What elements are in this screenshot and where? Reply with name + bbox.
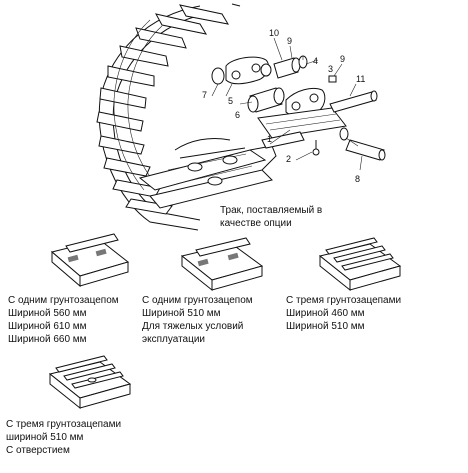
part-number: 6 (235, 110, 240, 120)
part-number: 11 (356, 74, 365, 84)
washer-part-7-lower (339, 127, 349, 141)
shoe-4-caption: С тремя грунтозацепами шириной 510 мм С … (6, 419, 122, 456)
pin-part-11 (329, 91, 377, 113)
part-number: 9 (340, 54, 345, 64)
part-number: 8 (355, 174, 360, 184)
part-number-labels: 1 2 3 4 5 6 7 8 9 9 10 11 (202, 28, 365, 184)
shoe-1-drawing (50, 233, 130, 288)
part-number: 9 (287, 36, 292, 46)
shoe-3-caption: С тремя грунтозацепами Шириной 460 мм Ши… (286, 295, 402, 332)
part-number: 7 (202, 90, 207, 100)
part-number: 1 (267, 134, 272, 144)
shoe-2-caption: С одним грунтозацепом Шириной 510 мм Для… (142, 295, 253, 345)
shoe-1-caption: С одним грунтозацепом Шириной 560 мм Шир… (8, 295, 119, 345)
washer-part-7 (211, 67, 225, 85)
part-number: 3 (328, 64, 333, 74)
track-chain-drawing (96, 3, 277, 231)
shoe-3-drawing (318, 237, 402, 292)
main-caption: Трак, поставляемый в качестве опции (220, 205, 323, 229)
pin-head-part-3 (328, 75, 337, 83)
part-number: 4 (313, 56, 318, 66)
shoe-4-drawing (48, 355, 132, 410)
bolt-part-2 (312, 148, 320, 156)
exploded-parts-drawing (211, 37, 386, 171)
pin-part-8 (345, 139, 385, 161)
part-number: 2 (286, 154, 291, 164)
washer-part-10 (260, 63, 272, 77)
shoe-2-drawing (180, 237, 264, 292)
part-number: 5 (228, 96, 233, 106)
part-number: 10 (269, 28, 279, 38)
